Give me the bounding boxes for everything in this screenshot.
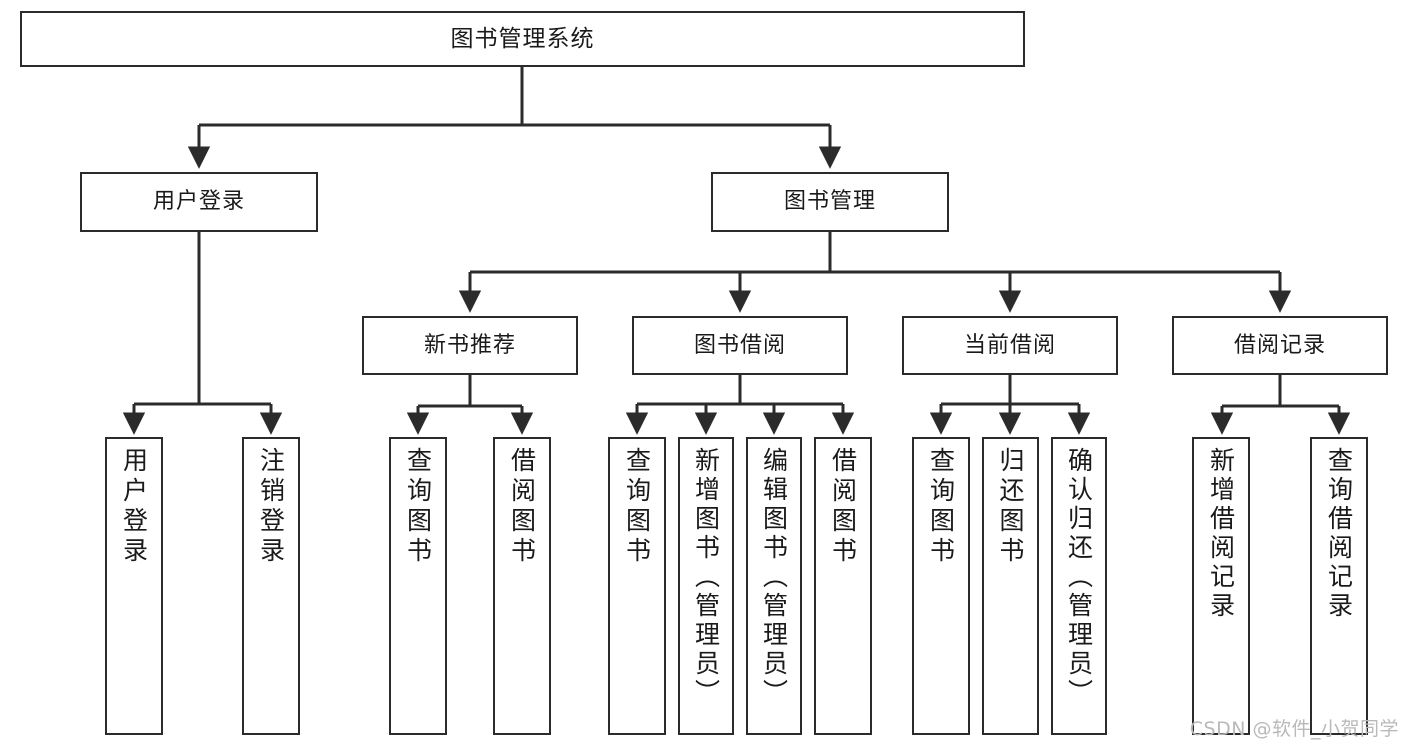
node-label: 查询借阅记录 [1324,447,1354,621]
node-label: 确认归还（管理员） [1064,447,1094,708]
node-label: 查询图书 [926,447,956,567]
node-label: 图书借阅 [693,332,786,358]
node-label: 新增借阅记录 [1206,447,1236,621]
node-new-book-recommend[interactable]: 新书推荐 [362,316,578,375]
leaf-query-record[interactable]: 查询借阅记录 [1310,437,1368,735]
node-label: 用户登录 [152,189,245,215]
node-current-borrow[interactable]: 当前借阅 [902,316,1118,375]
leaf-add-book[interactable]: 新增图书（管理员） [678,437,734,735]
leaf-query-book-2[interactable]: 查询图书 [608,437,666,735]
node-label: 图书管理 [783,189,876,215]
node-label: 编辑图书（管理员） [759,447,789,708]
leaf-return-book[interactable]: 归还图书 [982,437,1039,735]
node-label: 新书推荐 [423,332,516,358]
node-label: 借阅图书 [828,447,858,567]
node-book-management[interactable]: 图书管理 [711,172,949,232]
node-label: 查询图书 [622,447,652,567]
node-label: 归还图书 [996,447,1025,567]
leaf-edit-book[interactable]: 编辑图书（管理员） [746,437,802,735]
leaf-borrow-book-2[interactable]: 借阅图书 [814,437,872,735]
node-label: 当前借阅 [963,332,1056,358]
leaf-add-record[interactable]: 新增借阅记录 [1192,437,1250,735]
leaf-user-logout[interactable]: 注销登录 [242,437,300,735]
node-label: 借阅图书 [507,447,537,567]
node-book-borrow[interactable]: 图书借阅 [632,316,848,375]
node-label: 新增图书（管理员） [691,447,721,708]
node-label: 注销登录 [256,447,286,567]
node-borrow-record[interactable]: 借阅记录 [1172,316,1388,375]
node-label: 图书管理系统 [450,25,595,52]
node-root-system[interactable]: 图书管理系统 [20,11,1025,67]
leaf-borrow-book-1[interactable]: 借阅图书 [493,437,551,735]
node-label: 查询图书 [403,447,433,567]
node-label: 用户登录 [119,447,149,567]
csdn-watermark: CSDN @软件_小贺同学 [1189,718,1399,740]
node-user-login[interactable]: 用户登录 [80,172,318,232]
leaf-confirm-return[interactable]: 确认归还（管理员） [1051,437,1107,735]
leaf-query-book-1[interactable]: 查询图书 [389,437,447,735]
leaf-query-book-3[interactable]: 查询图书 [912,437,970,735]
leaf-user-login[interactable]: 用户登录 [105,437,163,735]
node-label: 借阅记录 [1233,332,1326,358]
